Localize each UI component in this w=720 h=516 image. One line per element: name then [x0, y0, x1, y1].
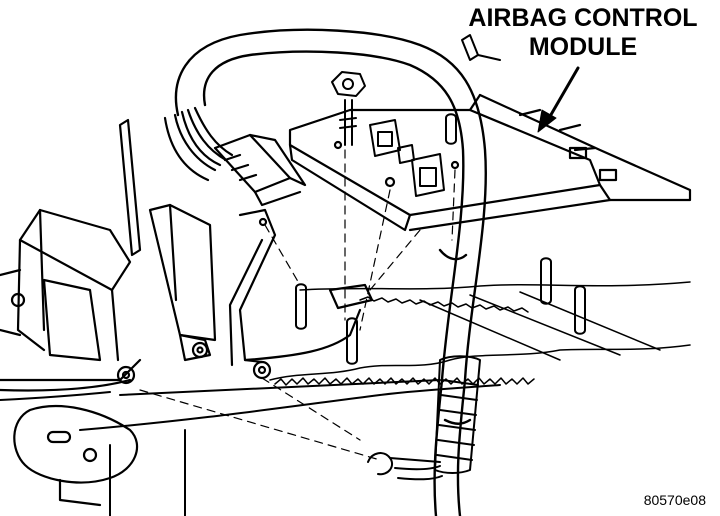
console-bracket: [0, 208, 142, 392]
cable-sleeve: [434, 355, 481, 474]
callout-arrowhead: [537, 109, 557, 133]
callout-line-2: MODULE: [528, 33, 638, 61]
figure-id: 80570e08: [643, 492, 706, 508]
hex-nut-bolt: [331, 71, 366, 146]
reference-lines: [139, 149, 456, 461]
mounting-foot: [13, 404, 139, 507]
retaining-clip: [461, 34, 501, 61]
cable-tie: [367, 452, 443, 481]
bracket-post: [118, 118, 142, 257]
airbag-control-module-label: AIRBAG CONTROL MODULE: [452, 4, 714, 62]
callout-line-1: AIRBAG CONTROL: [468, 4, 698, 32]
support-tower: [148, 203, 217, 362]
airbag-control-module: [288, 93, 692, 232]
mounting-studs: [295, 113, 586, 365]
floor-pan: [0, 379, 501, 516]
z-bracket: [228, 208, 374, 380]
harness-cable-loop: [174, 28, 487, 516]
wiring-harness: [163, 106, 234, 182]
floor-carpet-edge: [269, 281, 691, 386]
module-connectors: [369, 119, 445, 197]
harness-connector: [213, 133, 307, 207]
